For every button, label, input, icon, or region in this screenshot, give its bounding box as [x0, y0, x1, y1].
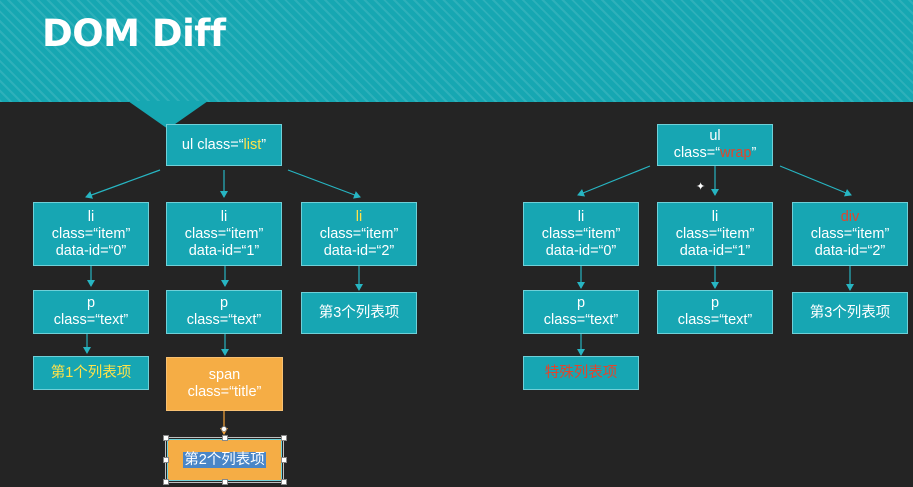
- selected-text: 第2个列表项: [183, 451, 266, 468]
- right-div2-node[interactable]: div class=“item” data-id=“2”: [792, 202, 908, 266]
- node-tag: p: [576, 295, 586, 311]
- node-tag: span: [208, 367, 241, 383]
- rotate-handle: [221, 426, 227, 432]
- node-text: 第1个列表项: [50, 364, 132, 381]
- left-text1-node[interactable]: 第2个列表项: [165, 437, 284, 483]
- node-tag: p: [219, 295, 229, 311]
- left-li0-node[interactable]: li class=“item” data-id=“0”: [33, 202, 149, 266]
- resize-handle-top-left[interactable]: [163, 435, 169, 441]
- node-text: 第2个列表项: [183, 451, 266, 469]
- left-p1-node[interactable]: p class=“text”: [166, 290, 282, 334]
- left-root-class-value: list: [243, 136, 262, 153]
- node-text: 第3个列表项: [809, 304, 891, 321]
- node-class: class=“item”: [541, 225, 621, 242]
- node-class: class=“item”: [51, 225, 131, 242]
- right-root-class-value: wrap: [720, 145, 752, 161]
- slide-title: DOM Diff: [42, 12, 226, 55]
- right-root-ul-node[interactable]: ul class=“wrap”: [657, 124, 773, 166]
- mouse-cursor-icon: ✦: [696, 181, 706, 193]
- node-text: 第3个列表项: [318, 304, 400, 321]
- node-class: class=“item”: [184, 225, 264, 242]
- edge-left-root-li2: [287, 169, 361, 199]
- resize-handle-left[interactable]: [163, 457, 169, 463]
- resize-handle-top[interactable]: [222, 435, 228, 441]
- node-data-id: data-id=“1”: [188, 242, 260, 259]
- edge-left-root-li0: [85, 169, 161, 199]
- node-tag: ul: [709, 128, 721, 144]
- left-text0-node[interactable]: 第1个列表项: [33, 356, 149, 390]
- node-class: class=“text”: [186, 312, 262, 328]
- node-class: class=“text”: [53, 312, 129, 328]
- node-data-id: data-id=“0”: [55, 242, 127, 259]
- node-tag: p: [710, 295, 720, 311]
- node-class: class=“item”: [675, 225, 755, 242]
- node-tag: li: [577, 208, 585, 225]
- right-li1-node[interactable]: li class=“item” data-id=“1”: [657, 202, 773, 266]
- node-tag: li: [87, 208, 95, 225]
- node-tag: li: [711, 208, 719, 225]
- node-data-id: data-id=“2”: [323, 242, 395, 259]
- node-class: class=“item”: [319, 225, 399, 242]
- resize-handle-top-right[interactable]: [281, 435, 287, 441]
- edge-right-root-li0: [577, 165, 651, 197]
- resize-handle-bottom-right[interactable]: [281, 479, 287, 485]
- right-text2-node[interactable]: 第3个列表项: [792, 292, 908, 334]
- node-data-id: data-id=“1”: [679, 242, 751, 259]
- node-tag: p: [86, 295, 96, 311]
- left-root-label: ul class=“list”: [181, 136, 267, 153]
- right-li0-node[interactable]: li class=“item” data-id=“0”: [523, 202, 639, 266]
- left-root-ul-node[interactable]: ul class=“list”: [166, 124, 282, 166]
- left-span-node[interactable]: span class=“title”: [166, 357, 283, 411]
- right-p1-node[interactable]: p class=“text”: [657, 290, 773, 334]
- node-text: 特殊列表项: [544, 364, 618, 381]
- right-text0-node[interactable]: 特殊列表项: [523, 356, 639, 390]
- left-li2-node[interactable]: li class=“item” data-id=“2”: [301, 202, 417, 266]
- node-tag: div: [840, 208, 860, 225]
- node-class: class=“item”: [810, 225, 890, 242]
- left-text2-node[interactable]: 第3个列表项: [301, 292, 417, 334]
- left-p0-node[interactable]: p class=“text”: [33, 290, 149, 334]
- right-p0-node[interactable]: p class=“text”: [523, 290, 639, 334]
- node-class: class=“text”: [677, 312, 753, 328]
- node-class: class=“title”: [187, 384, 262, 400]
- right-root-label: class=“wrap”: [673, 145, 757, 161]
- node-tag: li: [355, 208, 363, 225]
- resize-handle-right[interactable]: [281, 457, 287, 463]
- node-data-id: data-id=“0”: [545, 242, 617, 259]
- left-li1-node[interactable]: li class=“item” data-id=“1”: [166, 202, 282, 266]
- resize-handle-bottom-left[interactable]: [163, 479, 169, 485]
- node-tag: li: [220, 208, 228, 225]
- node-class: class=“text”: [543, 312, 619, 328]
- resize-handle-bottom[interactable]: [222, 479, 228, 485]
- edge-right-root-div2: [779, 165, 852, 197]
- slide-header-band: [0, 0, 913, 102]
- node-data-id: data-id=“2”: [814, 242, 886, 259]
